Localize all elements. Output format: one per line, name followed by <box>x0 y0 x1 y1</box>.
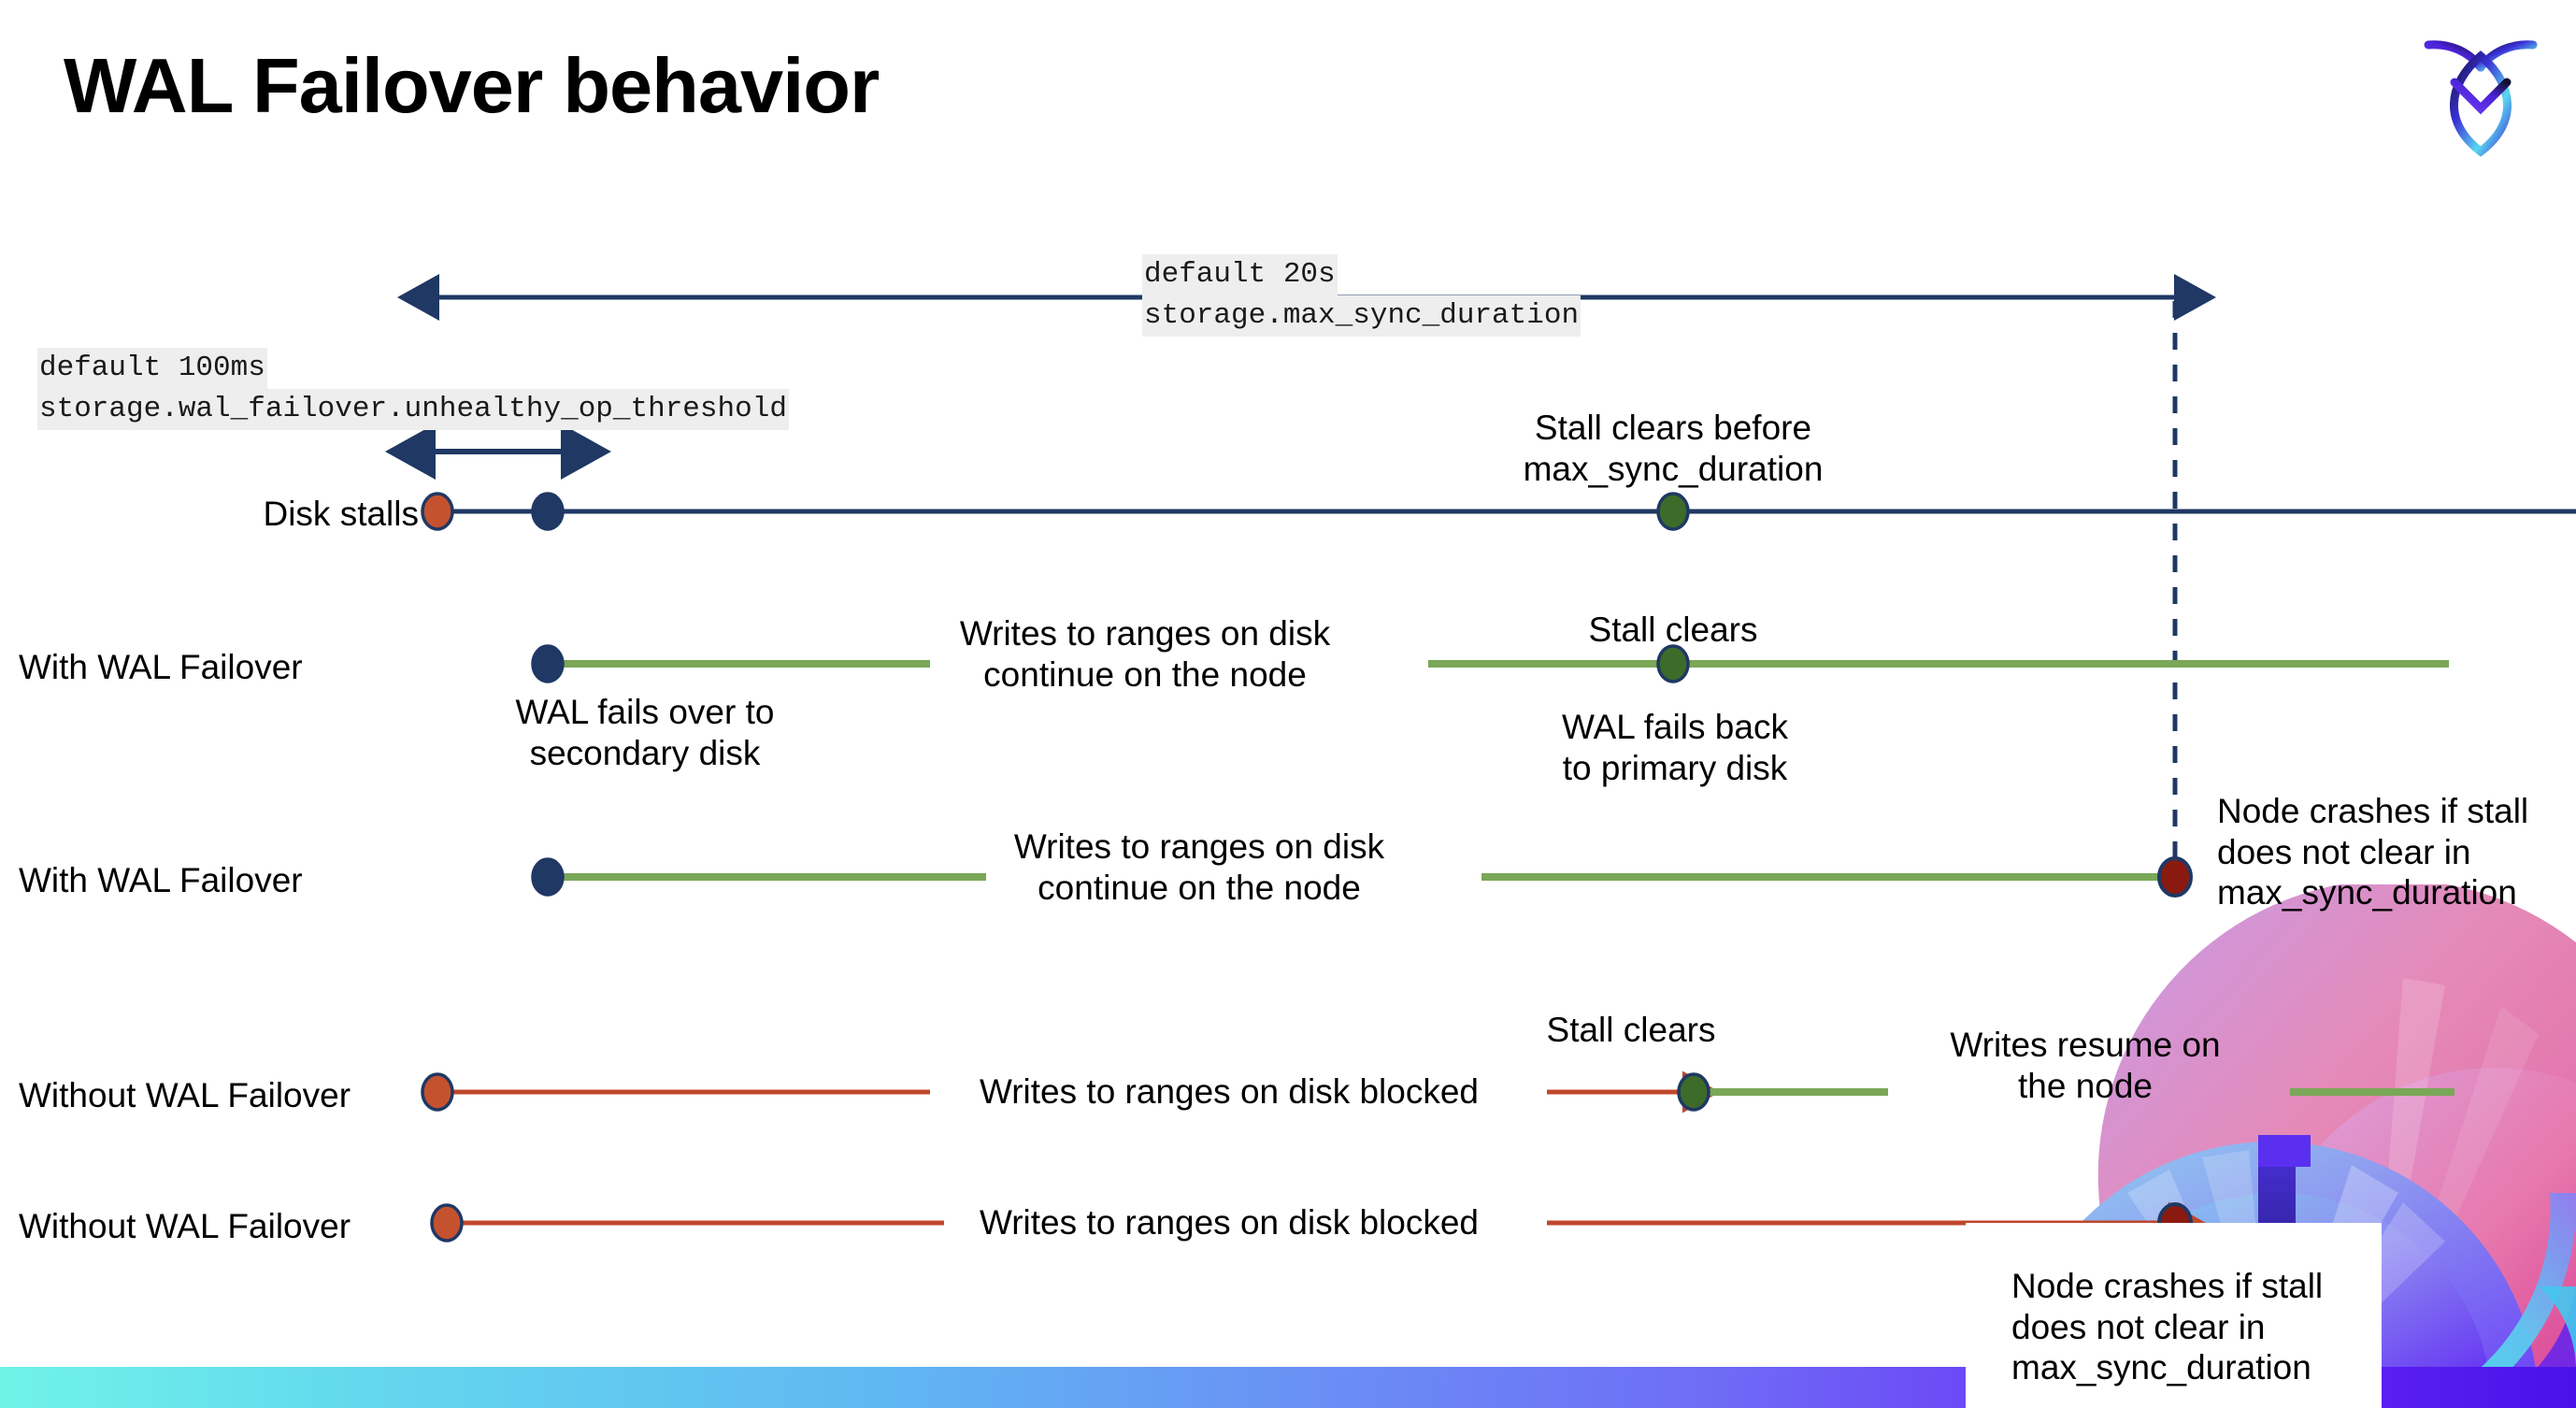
caption-backdrop-plate <box>1966 1223 2382 1408</box>
row-disk-stalls-track <box>421 492 2576 531</box>
row-label-disk-stalls: Disk stalls <box>263 495 419 533</box>
annotation-writes-blocked-1: Writes to ranges on disk blocked <box>979 1072 1480 1111</box>
row-without-wal-failover-1-track <box>421 1070 2454 1113</box>
annotation-stall-clears-row2: Stall clears <box>1588 611 1758 649</box>
max-sync-duration-default: default 20s <box>1142 254 1338 296</box>
row-label-without-wal-failover-1: Without WAL Failover <box>19 1076 351 1114</box>
max-sync-duration-setting: storage.max_sync_duration <box>1142 295 1581 338</box>
annotation-wal-fails-over: WAL fails over to secondary disk <box>515 693 775 772</box>
unhealthy-op-threshold-setting: storage.wal_failover.unhealthy_op_thresh… <box>37 389 789 431</box>
annotation-node-crashes-row5: Node crashes if stall does not clear in … <box>2011 1267 2324 1387</box>
row-label-with-wal-failover-2: With WAL Failover <box>19 861 303 899</box>
annotation-writes-continue-1: Writes to ranges on disk continue on the… <box>959 614 1331 694</box>
annotation-wal-fails-back: WAL fails back to primary disk <box>1562 708 1788 787</box>
max-sync-duration-setting-label: default 20s storage.max_sync_duration <box>1142 254 1581 338</box>
row-label-with-wal-failover-1: With WAL Failover <box>19 648 303 686</box>
annotation-stall-clears-before-max-sync: Stall clears before max_sync_duration <box>1523 409 1824 488</box>
row-label-without-wal-failover-2: Without WAL Failover <box>19 1207 351 1245</box>
annotation-stall-clears-row4: Stall clears <box>1546 1011 1716 1049</box>
annotation-writes-continue-2: Writes to ranges on disk continue on the… <box>1013 827 1385 907</box>
unhealthy-op-threshold-setting-label: default 100ms storage.wal_failover.unhea… <box>37 348 789 431</box>
cockroachdb-logo-icon <box>2424 40 2538 157</box>
page-title: WAL Failover behavior <box>64 42 880 129</box>
unhealthy-op-threshold-default: default 100ms <box>37 348 267 390</box>
annotation-writes-resume: Writes resume on the node <box>1950 1026 2221 1105</box>
annotation-node-crashes-row3: Node crashes if stall does not clear in … <box>2217 792 2529 912</box>
row-with-wal-failover-1-track <box>531 644 2449 683</box>
annotation-writes-blocked-2: Writes to ranges on disk blocked <box>979 1203 1480 1242</box>
row-with-wal-failover-2-track <box>531 856 2193 898</box>
